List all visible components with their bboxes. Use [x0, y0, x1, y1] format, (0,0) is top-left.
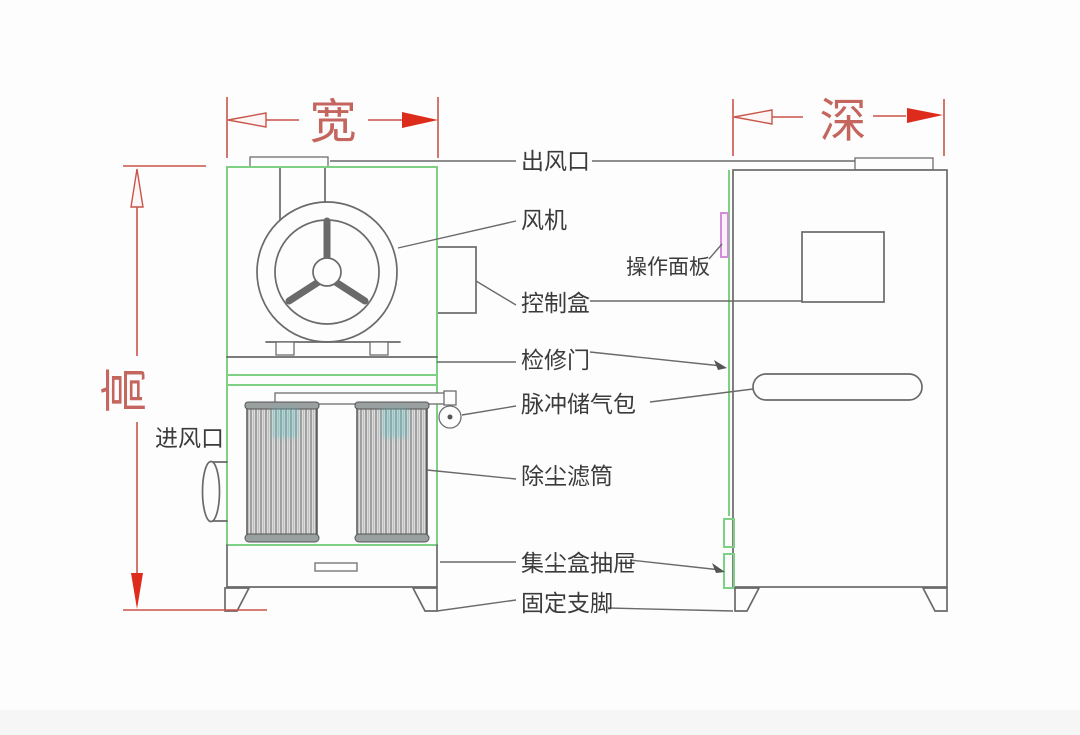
- pulse-valve-port: [447, 414, 453, 420]
- cartridge-top-rim: [354, 401, 430, 410]
- pulse-air-tank: [752, 373, 923, 401]
- fan-mount-foot: [275, 341, 295, 356]
- label-pulse-air-tank: 脉冲储气包: [521, 392, 636, 417]
- front-view: [201, 156, 477, 612]
- air-inlet-stub: [201, 460, 228, 523]
- dimension-width: 宽: [226, 97, 439, 158]
- watermark: [382, 408, 408, 438]
- drawer-handle: [314, 562, 358, 572]
- support-foot: [411, 587, 438, 612]
- fan-spoke: [330, 277, 369, 305]
- dim-arrow-up: [130, 168, 144, 208]
- dim-arrow-left: [227, 112, 267, 128]
- label-air-outlet: 出风口: [521, 149, 590, 174]
- filter-cartridge-left: [244, 401, 320, 543]
- cartridge-bottom-rim: [354, 533, 430, 543]
- cabinet-body-front: [226, 166, 438, 546]
- leader-pulse-tank: [461, 405, 517, 416]
- drawer-edge-green: [723, 553, 735, 589]
- label-fan: 风机: [521, 208, 567, 233]
- dimension-depth: 深: [732, 96, 945, 156]
- side-view: [720, 157, 948, 612]
- cartridge-bottom-rim: [244, 533, 320, 543]
- label-operation-panel: 操作面板: [626, 255, 710, 279]
- label-access-door: 检修门: [521, 348, 590, 373]
- leader-arrowhead: [712, 563, 725, 573]
- dimension-height: 高: [100, 165, 267, 611]
- label-air-inlet: 进风口: [155, 426, 224, 451]
- dim-arrow-left: [733, 109, 773, 125]
- watermark: [272, 408, 298, 438]
- height-dimension-label: 高: [100, 367, 152, 414]
- cartridge-top-rim: [244, 401, 320, 410]
- air-outlet-flange: [249, 156, 329, 168]
- leader-fan: [397, 220, 517, 249]
- support-foot: [734, 587, 761, 612]
- fan-spoke: [285, 277, 324, 305]
- part-labels: 出风口 风机 控制盒 操作面板 检修门 脉冲储气包 进风口 除尘滤筒 集尘盒抽屉…: [155, 149, 710, 616]
- control-box: [436, 246, 477, 314]
- drawer-edge-green: [723, 518, 735, 548]
- dim-arrow-right: [907, 108, 943, 123]
- leader-pulse-tank: [649, 388, 754, 403]
- control-box-side: [801, 231, 885, 303]
- support-foot: [224, 587, 251, 612]
- page-bottom-band: [0, 710, 1080, 735]
- leader-fixed-feet: [607, 607, 734, 612]
- air-inlet-cap: [201, 460, 221, 523]
- leader-arrowhead: [714, 360, 727, 370]
- dim-arrow-down: [131, 573, 143, 609]
- fan-hub: [312, 257, 342, 287]
- support-foot: [921, 587, 948, 612]
- leader-dust-drawer: [629, 559, 722, 571]
- label-dust-box-drawer: 集尘盒抽屉: [521, 551, 636, 576]
- leader-operation-panel: [708, 243, 723, 260]
- operation-panel: [720, 212, 729, 258]
- label-filter-cartridge: 除尘滤筒: [521, 464, 613, 489]
- leader-control-box: [475, 280, 517, 306]
- leader-filter-cartridge: [426, 469, 517, 480]
- filter-cartridge-right: [354, 401, 430, 543]
- leader-fixed-feet: [436, 599, 517, 612]
- depth-dimension-label: 深: [820, 96, 867, 148]
- label-fixed-feet: 固定支脚: [521, 591, 613, 616]
- leader-lines: [330, 160, 855, 612]
- fan-mount-foot: [369, 341, 389, 356]
- label-control-box: 控制盒: [521, 291, 590, 316]
- air-outlet-flange-side: [854, 157, 934, 171]
- pulse-valve-body: [443, 390, 457, 406]
- width-dimension-label: 宽: [310, 97, 357, 149]
- fan-assembly: [256, 201, 401, 356]
- leader-access-door: [589, 351, 723, 367]
- dim-arrow-right: [402, 112, 438, 128]
